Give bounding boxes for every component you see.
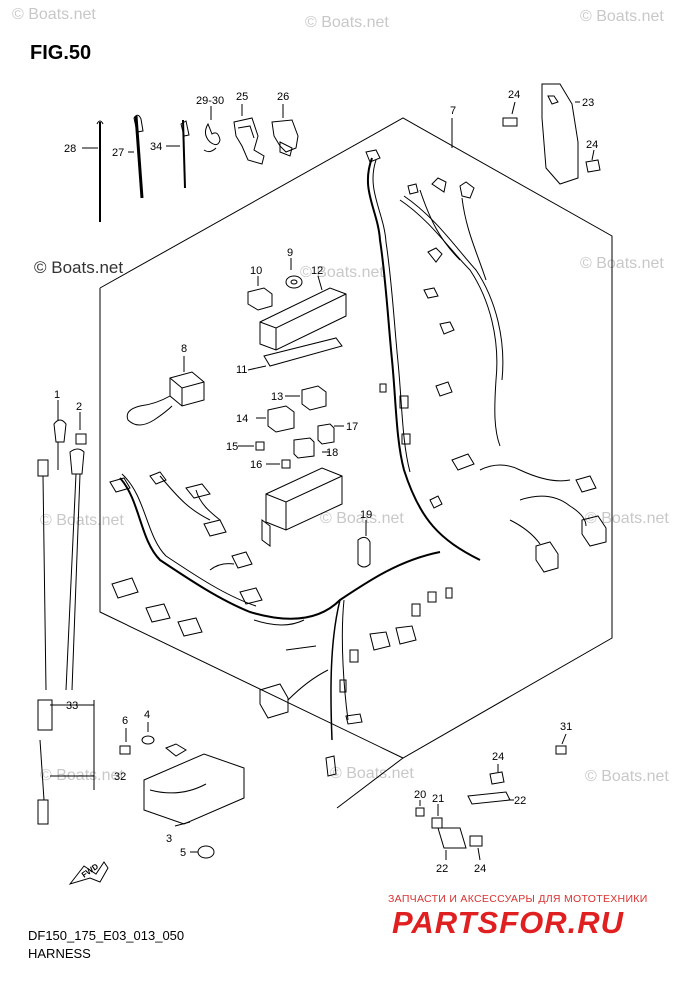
- callout-labels: 1 2 3 4 5 6 7 8 9 10 11 12 13 14 15 16 1…: [54, 89, 598, 875]
- callout: 15: [226, 441, 238, 453]
- watermark: © Boats.net: [305, 14, 389, 31]
- callout: 26: [277, 91, 289, 103]
- watermark: © Boats.net: [12, 6, 96, 23]
- callout: 8: [181, 343, 187, 355]
- callout: 21: [432, 793, 444, 805]
- watermark: © Boats.net: [330, 765, 414, 782]
- callout: 22: [436, 863, 448, 875]
- callout: 29-30: [196, 95, 224, 107]
- watermark: © Boats.net: [34, 258, 124, 277]
- callout: 3: [166, 833, 172, 845]
- watermark: © Boats.net: [300, 264, 384, 281]
- callout: 25: [236, 91, 248, 103]
- callout: 22: [514, 795, 526, 807]
- callout: 14: [236, 413, 248, 425]
- figure-title: FIG.50: [30, 42, 92, 64]
- callout: 24: [508, 89, 520, 101]
- callout: 28: [64, 143, 76, 155]
- watermark: © Boats.net: [585, 768, 669, 785]
- figure-code: DF150_175_E03_013_050: [28, 928, 185, 943]
- callout: 24: [492, 751, 504, 763]
- callout: 16: [250, 459, 262, 471]
- callout: 5: [180, 847, 186, 859]
- callout: 7: [450, 105, 456, 117]
- callout: 19: [360, 509, 372, 521]
- fwd-arrow: FWD: [68, 861, 109, 885]
- watermark: © Boats.net: [580, 8, 664, 25]
- callout: 9: [287, 247, 293, 259]
- callout: 20: [414, 789, 426, 801]
- callout: 32: [114, 771, 126, 783]
- watermark: © Boats.net: [320, 510, 404, 527]
- callout: 17: [346, 421, 358, 433]
- callout: 13: [271, 391, 283, 403]
- watermark: © Boats.net: [585, 510, 669, 527]
- callout: 10: [250, 265, 262, 277]
- callout: 11: [236, 364, 247, 376]
- callout: 12: [311, 265, 323, 277]
- callout: 1: [54, 389, 60, 401]
- callout: 34: [150, 141, 162, 153]
- callout: 6: [122, 715, 128, 727]
- shop-logo: PARTSFOR.RU: [392, 905, 625, 940]
- callout: 31: [560, 721, 572, 733]
- callout: 33: [66, 700, 78, 712]
- callout: 4: [144, 709, 150, 721]
- shop-tagline: ЗАПЧАСТИ И АКСЕССУАРЫ ДЛЯ МОТОТЕХНИКИ: [388, 893, 648, 905]
- callout: 24: [586, 139, 598, 151]
- callout: 27: [112, 147, 124, 159]
- watermark: © Boats.net: [580, 255, 664, 272]
- watermark: © Boats.net: [40, 512, 124, 529]
- frame-outline: [99, 117, 613, 759]
- callout: 24: [474, 863, 486, 875]
- figure-caption: HARNESS: [28, 946, 91, 961]
- callout: 23: [582, 97, 594, 109]
- callout: 2: [76, 401, 82, 413]
- callout: 18: [326, 447, 338, 459]
